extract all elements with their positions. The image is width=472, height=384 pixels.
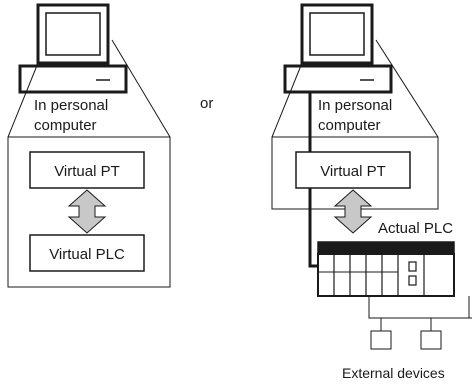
right-double-arrow — [333, 189, 373, 234]
right-monitor-screen — [309, 12, 365, 56]
actual-plc-icon — [317, 241, 455, 297]
external-device-1 — [370, 330, 392, 350]
right-computer-label-line1: In personal — [318, 97, 392, 114]
right-computer-label-line2: computer — [318, 117, 381, 134]
right-computer-icon — [283, 3, 393, 94]
left-computer-base — [18, 64, 128, 94]
left-configuration: In personal computer Virtual PT Virtual … — [7, 3, 171, 288]
left-virtual-pt-box — [29, 151, 145, 189]
plc-header-bar — [317, 241, 455, 255]
right-callout-line-right — [375, 39, 439, 138]
left-computer-label-line2: computer — [34, 117, 97, 134]
plc-port-upper — [408, 261, 417, 272]
plc-body — [317, 253, 455, 297]
right-computer-base — [283, 64, 393, 94]
left-virtual-plc-box — [29, 234, 145, 272]
left-monitor-screen — [45, 12, 101, 56]
right-virtual-pt-label: Virtual PT — [320, 163, 386, 180]
left-callout-line-right — [111, 39, 171, 138]
left-callout-line-left — [7, 62, 39, 138]
right-callout-line-left — [271, 62, 303, 138]
external-devices-label: External devices — [342, 365, 445, 381]
left-enlargement-box — [7, 136, 171, 288]
right-virtual-pt-box — [295, 151, 411, 189]
external-wiring — [368, 296, 472, 331]
left-double-arrow — [67, 189, 107, 234]
plc-port-lower — [408, 275, 417, 286]
actual-plc-label: Actual PLC — [378, 220, 453, 237]
left-computer-icon — [18, 3, 128, 94]
left-computer-label-line1: In personal — [34, 97, 108, 114]
external-device-2 — [420, 330, 442, 350]
left-virtual-pt-label: Virtual PT — [54, 163, 120, 180]
left-virtual-plc-label: Virtual PLC — [49, 246, 125, 263]
right-configuration: In personal computer Virtual PT Actual P… — [271, 3, 472, 381]
or-label: or — [200, 95, 213, 112]
